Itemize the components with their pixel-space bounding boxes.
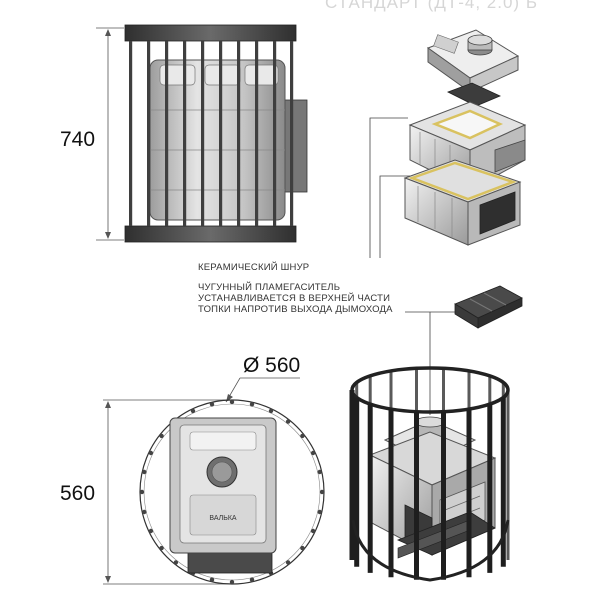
perspective-view-stove: [349, 366, 510, 582]
flame-arrester-part: [454, 285, 523, 329]
top-view-bar-dot: [209, 577, 215, 582]
top-view-bar-dot: [190, 408, 196, 414]
top-view-bar-dot: [310, 450, 316, 456]
top-view-bar-dot: [148, 528, 154, 534]
top-view-bar-dot: [139, 489, 145, 495]
top-view-bar-dot: [310, 528, 316, 534]
top-view-bar-dot: [229, 399, 235, 405]
top-view-bar-dot: [317, 469, 322, 475]
flame-arrester-callout: ЧУГУННЫЙ ПЛАМЕГАСИТЕЛЬ УСТАНАВЛИВАЕТСЯ В…: [198, 281, 523, 415]
flame-arrester-line2: УСТАНАВЛИВАЕТСЯ В ВЕРХНЕЙ ЧАСТИ: [198, 292, 390, 304]
front-bar: [273, 41, 277, 226]
stove-brand-label: ВАЛЬКА: [209, 515, 237, 522]
top-view-bar-dot: [249, 577, 255, 582]
front-bar: [201, 41, 205, 226]
top-view-bar-dot: [159, 433, 164, 439]
front-bar: [219, 41, 223, 226]
front-bar: [165, 41, 169, 226]
front-bar: [129, 41, 133, 226]
exploded-bottom-section: [403, 159, 522, 246]
top-view-bar-dot: [300, 545, 305, 551]
diameter-dimension: Ø 560: [225, 354, 300, 403]
depth-label: 560: [60, 482, 95, 505]
perspective-bottom-ring: [351, 519, 510, 582]
ceramic-cord-label: КЕРАМИЧЕСКИЙ ШНУР: [198, 261, 309, 273]
top-view-bar-dot: [159, 545, 164, 551]
exploded-plate: [447, 82, 501, 107]
top-view-bar-dot: [285, 419, 291, 424]
top-view-bar-dot: [285, 560, 291, 565]
top-view-bar-dot: [317, 509, 322, 515]
top-view-bar-dot: [229, 579, 235, 585]
flame-arrester-line1: ЧУГУННЫЙ ПЛАМЕГАСИТЕЛЬ: [198, 281, 340, 293]
diameter-label: Ø 560: [243, 354, 300, 377]
exploded-top-lid: [426, 29, 520, 93]
top-view-bar-dot: [249, 402, 255, 407]
top-view-bar-dot: [142, 509, 147, 515]
top-view-stove: Ø 560 560 ВАЛЬКА: [60, 354, 325, 585]
front-view-stove: 740: [60, 24, 308, 243]
height-dimension: 740: [60, 27, 124, 241]
top-view-bar-dot: [142, 469, 147, 475]
top-view-bar-dot: [209, 402, 215, 407]
front-bar: [255, 41, 259, 226]
header-partial-title: СТАНДАРТ (ДТ-4, 2.0) Б: [325, 0, 538, 12]
front-bar: [183, 41, 187, 226]
top-view-bar-dot: [173, 560, 179, 565]
front-grid-bars: [129, 41, 294, 226]
top-view-bar-dot: [268, 408, 274, 414]
front-bar: [147, 41, 151, 226]
top-view-bar-ring: [139, 399, 325, 585]
exploded-view: [369, 29, 527, 258]
top-view-bar-dot: [319, 489, 325, 495]
top-view-bar-dot: [300, 433, 305, 439]
front-bar: [237, 41, 241, 226]
flame-arrester-line3: ТОПКИ НАПРОТИВ ВЫХОДА ДЫМОХОДА: [198, 304, 393, 315]
front-bar: [290, 41, 294, 226]
height-label: 740: [60, 128, 95, 151]
depth-dimension: 560: [60, 399, 232, 585]
top-view-bar-dot: [148, 450, 154, 456]
